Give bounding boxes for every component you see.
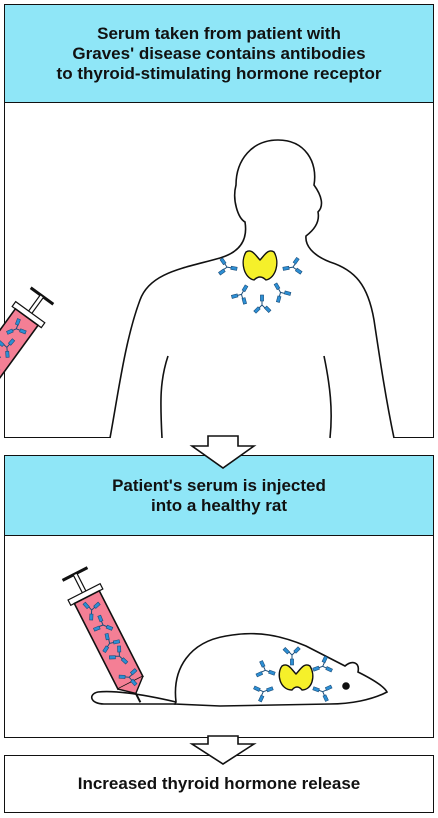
- syringe-icon: [0, 285, 57, 436]
- down-arrow-icon: [192, 736, 254, 764]
- syringe-icon: [59, 566, 156, 711]
- human-silhouette-icon: [110, 140, 394, 438]
- down-arrow-icon: [192, 436, 254, 468]
